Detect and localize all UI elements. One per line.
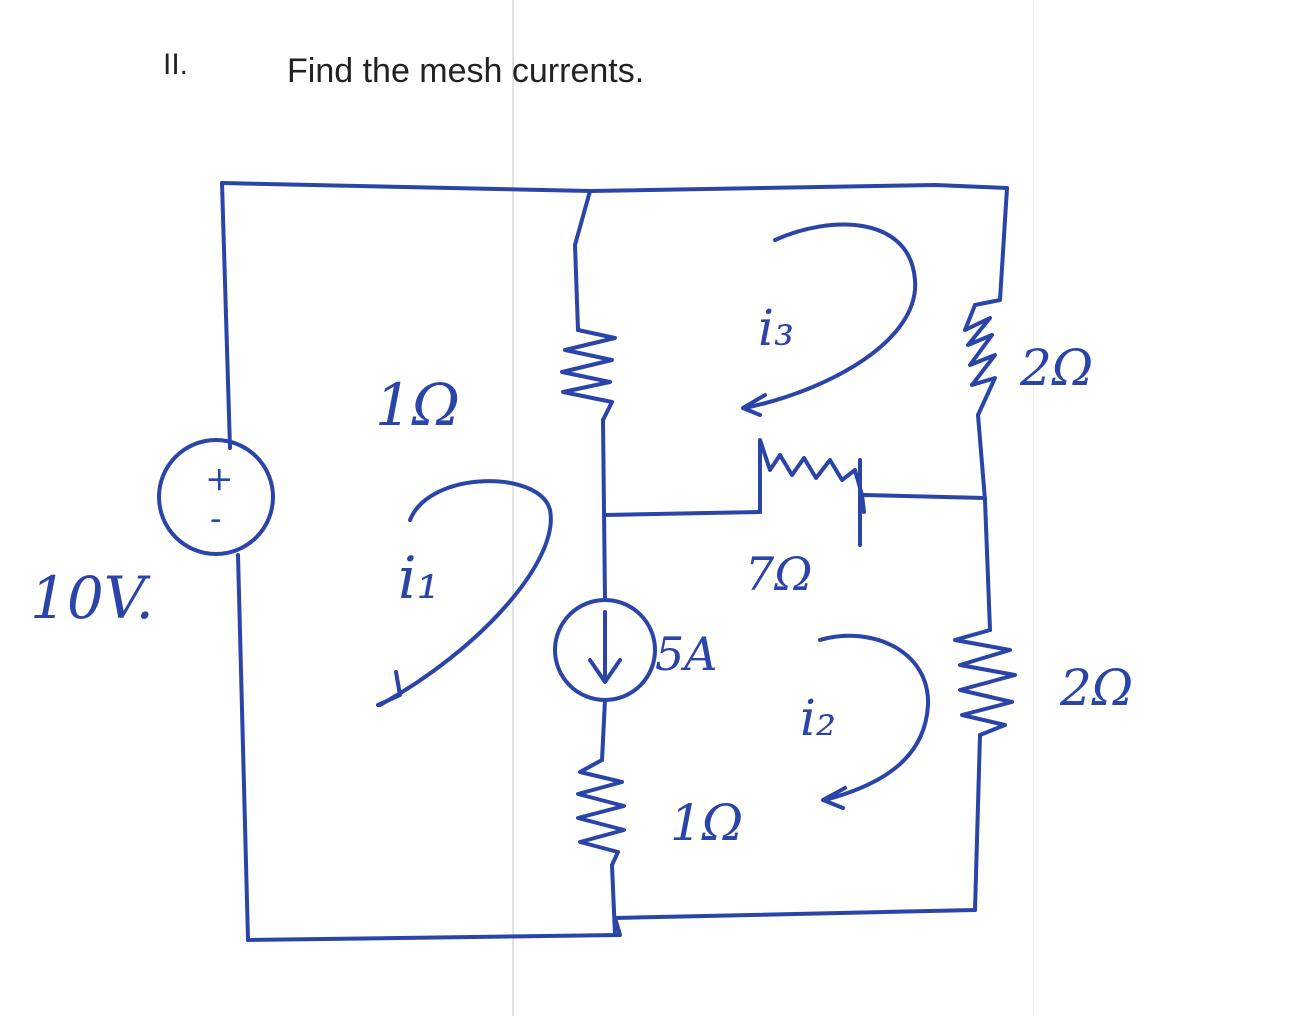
current-arrow: [588, 610, 622, 684]
mesh-i1-arrow: [376, 670, 402, 707]
wire-left-bottom: [236, 553, 250, 942]
source-value-label: 10V.: [30, 564, 154, 632]
wire-middle-bottom-end: [610, 863, 617, 937]
wire-mid-horizontal-right: [862, 493, 987, 500]
wire-middle-top: [573, 189, 592, 332]
mesh-i3-arrow: [741, 393, 767, 417]
resistor-label-1ohm-top: 1Ω: [375, 371, 460, 439]
resistor-7ohm: [758, 438, 866, 514]
wire-right-bottom: [973, 733, 982, 912]
mesh-i1-loop: [378, 479, 553, 707]
wire-right-top: [973, 186, 1009, 307]
resistor-2ohm-bottom: [953, 628, 1017, 737]
mesh-label-i1: i₁: [398, 544, 440, 612]
question-number: II.: [163, 48, 189, 81]
mesh-i2-loop: [818, 633, 931, 802]
resistor-label-2ohm-bottom: 2Ω: [1059, 659, 1133, 717]
source-plus-sign: +: [205, 459, 234, 499]
resistor-1ohm-top: [560, 328, 617, 422]
mesh-i3-loop: [743, 222, 918, 410]
resistor-2ohm-top: [963, 303, 997, 417]
mesh-label-i3: i₃: [758, 299, 794, 357]
wire-middle-mid: [601, 418, 607, 602]
mesh-label-i2: i₂: [800, 689, 836, 747]
wire-mid-horizontal-left: [603, 510, 762, 517]
resistor-label-2ohm-top: 2Ω: [1019, 339, 1093, 397]
wire-bottom: [246, 908, 977, 942]
source-minus-sign: -: [210, 499, 222, 539]
mesh-i2-arrow: [821, 786, 847, 810]
resistor-label-7ohm: 7Ω: [745, 547, 812, 601]
wire-middle-bottom: [600, 698, 607, 762]
question-text: Find the mesh currents.: [287, 52, 645, 90]
current-source-label: 5A: [655, 627, 718, 681]
wire-right-mid: [976, 413, 992, 632]
resistor-label-1ohm-bottom: 1Ω: [670, 794, 743, 852]
resistor-1ohm-bottom: [576, 758, 626, 867]
wire-left-top: [220, 181, 232, 450]
paper-fold-line: [512, 0, 514, 1016]
voltage-source: [157, 438, 275, 556]
paper-fold-line-faint: [1033, 0, 1034, 1016]
wire-top: [220, 181, 1009, 193]
